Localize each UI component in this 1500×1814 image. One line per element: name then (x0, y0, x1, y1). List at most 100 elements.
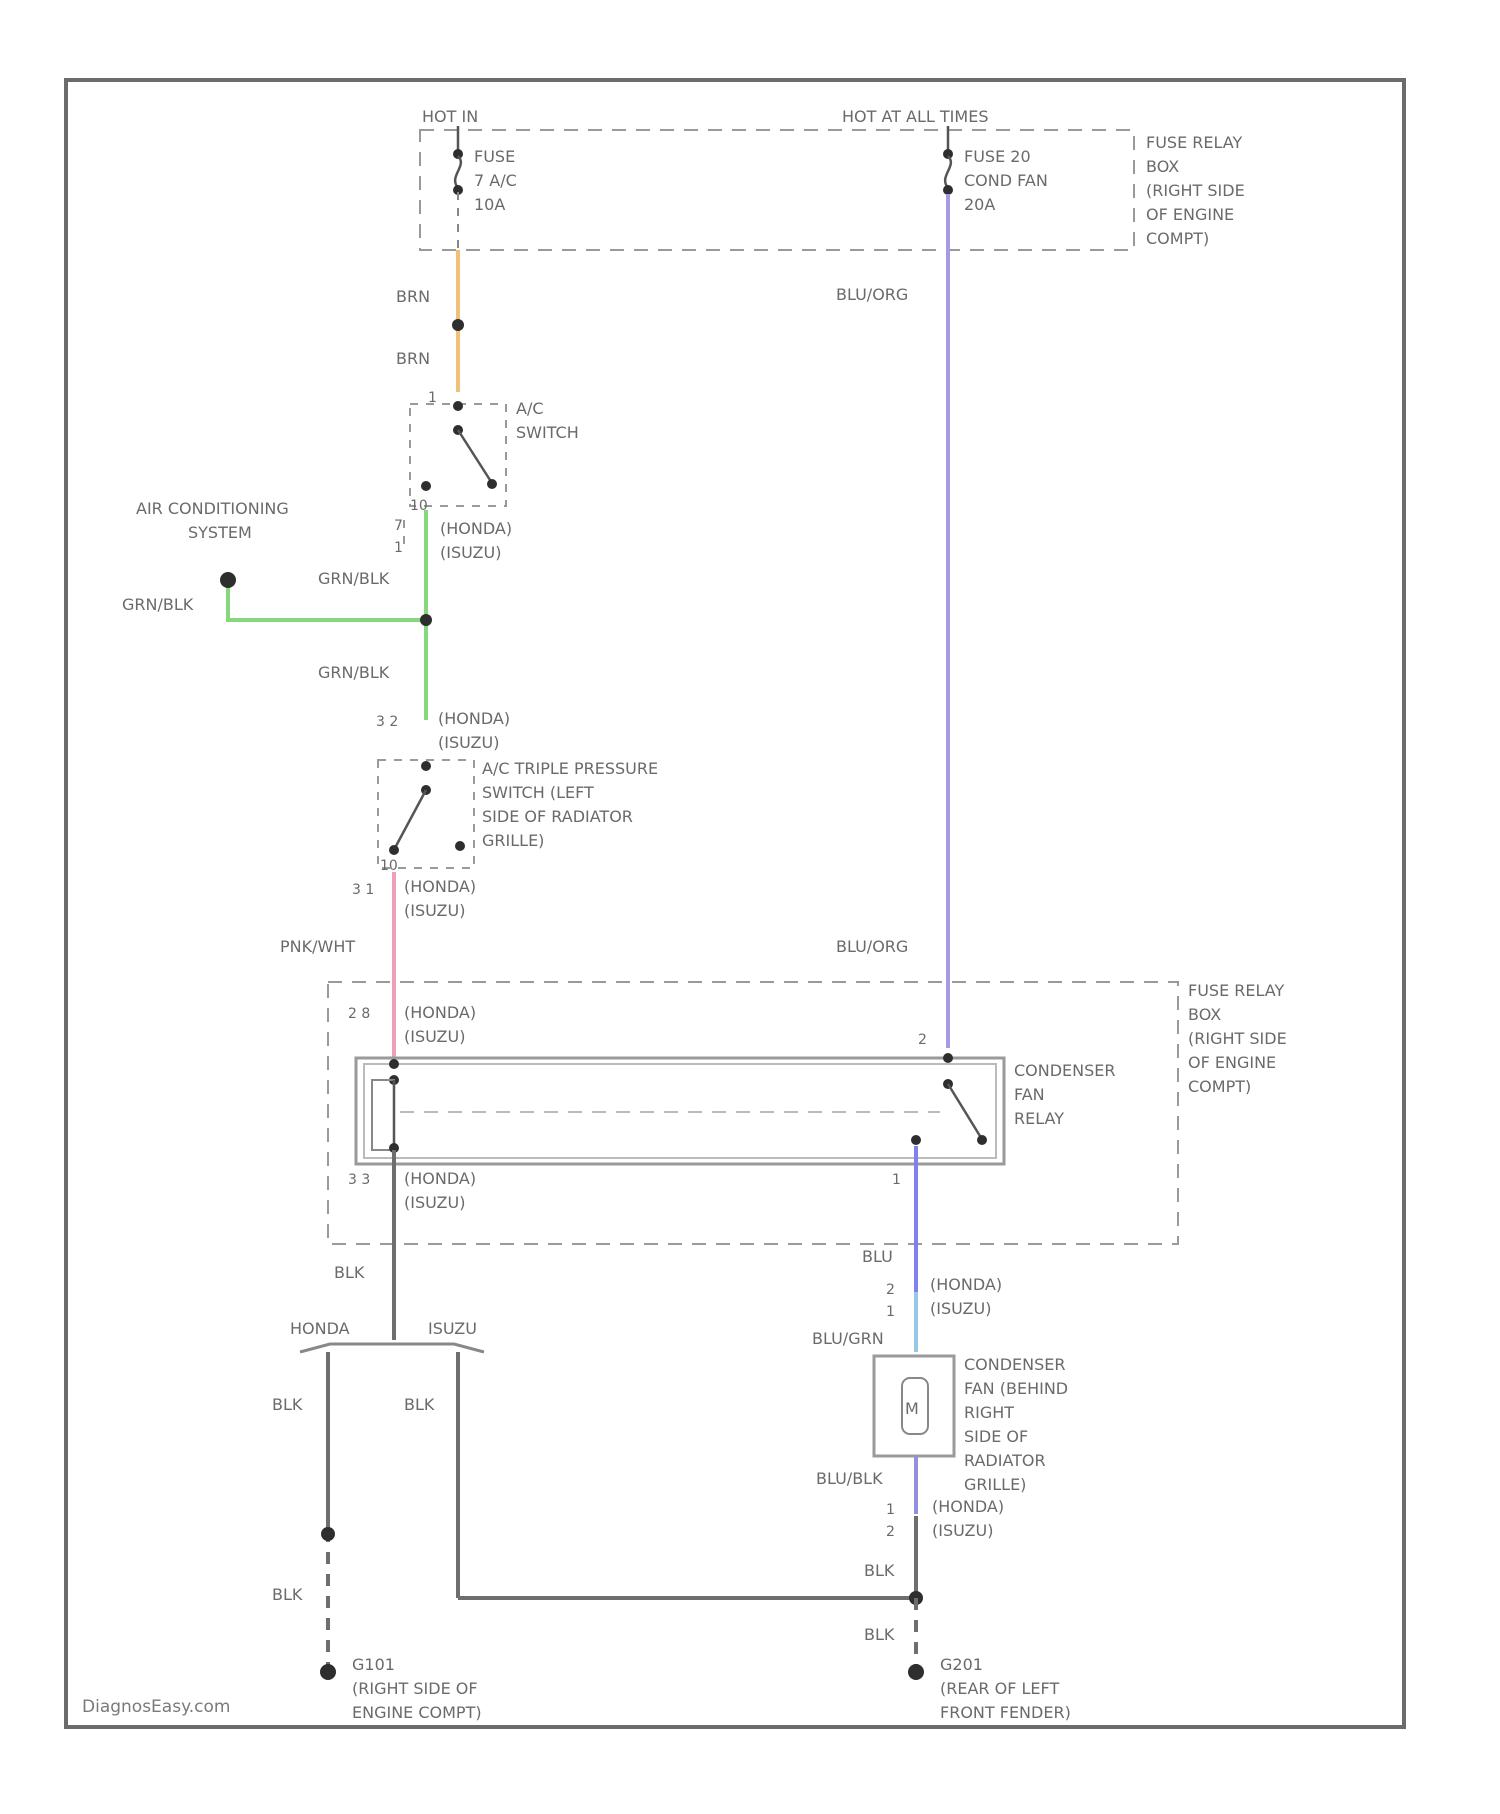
svg-text:GRN/BLK: GRN/BLK (318, 569, 390, 588)
svg-text:SWITCH: SWITCH (516, 423, 579, 442)
svg-text:M: M (905, 1399, 919, 1418)
relay-coil-out-tag-1: (HONDA) (404, 1169, 476, 1188)
svg-text:20A: 20A (964, 195, 995, 214)
svg-text:RIGHT: RIGHT (964, 1403, 1014, 1422)
relay-coil-out-pins: 3 3 (348, 1172, 370, 1188)
svg-text:OF ENGINE: OF ENGINE (1146, 205, 1234, 224)
svg-text:(HONDA): (HONDA) (932, 1497, 1004, 1516)
svg-text:(HONDA): (HONDA) (438, 709, 510, 728)
svg-text:GRILLE): GRILLE) (482, 831, 544, 850)
svg-text:COMPT): COMPT) (1188, 1077, 1251, 1096)
ground-g101: G101 (RIGHT SIDE OF ENGINE COMPT) (320, 1655, 482, 1722)
svg-text:FUSE: FUSE (474, 147, 515, 166)
svg-text:RADIATOR: RADIATOR (964, 1451, 1046, 1470)
svg-text:10: 10 (380, 858, 398, 874)
svg-text:(ISUZU): (ISUZU) (440, 543, 501, 562)
svg-text:SYSTEM: SYSTEM (188, 523, 252, 542)
svg-text:BOX: BOX (1188, 1005, 1221, 1024)
svg-text:BLK: BLK (864, 1561, 895, 1580)
ac-triple-pressure-switch: 3 2 (HONDA) (ISUZU) 10 A/C TRIPLE PRESSU… (352, 709, 658, 920)
svg-text:BLU/ORG: BLU/ORG (836, 937, 908, 956)
svg-text:CONDENSER: CONDENSER (964, 1355, 1066, 1374)
diagram-frame (66, 80, 1404, 1727)
watermark: DiagnosEasy.com (82, 1697, 230, 1717)
svg-text:3 2: 3 2 (376, 714, 398, 730)
svg-text:G201: G201 (940, 1655, 983, 1674)
svg-text:BLK: BLK (272, 1395, 303, 1414)
relay-sw-out-pin: 1 (892, 1172, 901, 1188)
svg-text:BLU/GRN: BLU/GRN (812, 1329, 884, 1348)
relay-coil-in-tag-1: (HONDA) (404, 1003, 476, 1022)
relay-coil-out-tag-2: (ISUZU) (404, 1193, 465, 1212)
svg-text:(HONDA): (HONDA) (404, 877, 476, 896)
fuse-ac: FUSE 7 A/C 10A (453, 126, 517, 250)
svg-text:1: 1 (886, 1304, 895, 1320)
svg-text:(REAR OF LEFT: (REAR OF LEFT (940, 1679, 1059, 1698)
svg-text:(RIGHT SIDE: (RIGHT SIDE (1188, 1029, 1287, 1048)
ground-g201: G201 (REAR OF LEFT FRONT FENDER) (908, 1655, 1071, 1722)
wire-grn-blk: GRN/BLK GRN/BLK GRN/BLK (122, 510, 432, 720)
svg-text:BLK: BLK (404, 1395, 435, 1414)
svg-text:(RIGHT SIDE: (RIGHT SIDE (1146, 181, 1245, 200)
condenser-fan-relay: CONDENSER FAN RELAY (356, 1053, 1116, 1164)
relay-coil-in-tag-2: (ISUZU) (404, 1027, 465, 1046)
condenser-fan-motor: M CONDENSER FAN (BEHIND RIGHT SIDE OF RA… (874, 1355, 1068, 1494)
svg-text:(ISUZU): (ISUZU) (438, 733, 499, 752)
svg-text:CONDENSER: CONDENSER (1014, 1061, 1116, 1080)
svg-text:COMPT): COMPT) (1146, 229, 1209, 248)
fuse-cond-fan: FUSE 20 COND FAN 20A (943, 126, 1048, 214)
svg-text:1: 1 (428, 390, 437, 406)
svg-text:BRN: BRN (396, 349, 430, 368)
svg-text:2: 2 (886, 1524, 895, 1540)
svg-text:SIDE OF RADIATOR: SIDE OF RADIATOR (482, 807, 633, 826)
svg-text:PNK/WHT: PNK/WHT (280, 937, 355, 956)
svg-text:1: 1 (394, 540, 403, 556)
svg-text:BLU/BLK: BLU/BLK (816, 1469, 883, 1488)
svg-text:OF ENGINE: OF ENGINE (1188, 1053, 1276, 1072)
svg-text:FUSE RELAY: FUSE RELAY (1188, 981, 1284, 1000)
svg-text:G101: G101 (352, 1655, 395, 1674)
svg-text:BLK: BLK (334, 1263, 365, 1282)
svg-text:COND FAN: COND FAN (964, 171, 1048, 190)
svg-text:(ISUZU): (ISUZU) (404, 901, 465, 920)
hot-at-all-times-label: HOT AT ALL TIMES (842, 107, 988, 126)
svg-text:FUSE RELAY: FUSE RELAY (1146, 133, 1242, 152)
svg-text:(HONDA): (HONDA) (930, 1275, 1002, 1294)
svg-text:HONDA: HONDA (290, 1319, 350, 1338)
svg-text:(HONDA): (HONDA) (440, 519, 512, 538)
svg-text:FRONT FENDER): FRONT FENDER) (940, 1703, 1071, 1722)
relay-coil-in-pins: 2 8 (348, 1006, 370, 1022)
svg-text:FAN: FAN (1014, 1085, 1045, 1104)
svg-text:BLU: BLU (862, 1247, 893, 1266)
svg-text:FAN (BEHIND: FAN (BEHIND (964, 1379, 1068, 1398)
svg-text:SIDE OF: SIDE OF (964, 1427, 1028, 1446)
svg-text:(ISUZU): (ISUZU) (932, 1521, 993, 1540)
svg-text:GRN/BLK: GRN/BLK (318, 663, 390, 682)
svg-text:GRN/BLK: GRN/BLK (122, 595, 194, 614)
svg-text:SWITCH (LEFT: SWITCH (LEFT (482, 783, 594, 802)
wire-blk-relay-ground: BLK HONDA ISUZU BLK BLK BLK (272, 1150, 916, 1670)
wire-blu-org: BLU/ORG BLU/ORG (836, 194, 948, 1048)
svg-text:(ISUZU): (ISUZU) (930, 1299, 991, 1318)
svg-text:BLU/ORG: BLU/ORG (836, 285, 908, 304)
svg-text:A/C TRIPLE PRESSURE: A/C TRIPLE PRESSURE (482, 759, 658, 778)
svg-text:BLK: BLK (272, 1585, 303, 1604)
svg-text:A/C: A/C (516, 399, 544, 418)
svg-text:RELAY: RELAY (1014, 1109, 1064, 1128)
svg-text:ENGINE COMPT): ENGINE COMPT) (352, 1703, 482, 1722)
relay-sw-in-pin: 2 (918, 1032, 927, 1048)
wire-brn: BRN BRN (396, 250, 464, 392)
svg-text:7: 7 (394, 518, 403, 534)
wire-blu-motor: BLU 2 1 (HONDA) (ISUZU) BLU/GRN (812, 1146, 1002, 1352)
fuse-relay-box-top-label: FUSE RELAY BOX (RIGHT SIDE OF ENGINE COM… (1146, 133, 1245, 248)
ac-switch: 1 10 A/C SWITCH 7 1 (HONDA) (ISUZU) (394, 390, 579, 562)
svg-text:10A: 10A (474, 195, 505, 214)
svg-text:AIR CONDITIONING: AIR CONDITIONING (136, 499, 289, 518)
svg-text:1: 1 (886, 1502, 895, 1518)
air-conditioning-system-label: AIR CONDITIONING SYSTEM (136, 499, 289, 542)
fuse-relay-box-bottom-label: FUSE RELAY BOX (RIGHT SIDE OF ENGINE COM… (1188, 981, 1287, 1096)
wire-pnk-wht: PNK/WHT (280, 872, 394, 1060)
svg-text:ISUZU: ISUZU (428, 1319, 477, 1338)
svg-text:7 A/C: 7 A/C (474, 171, 517, 190)
